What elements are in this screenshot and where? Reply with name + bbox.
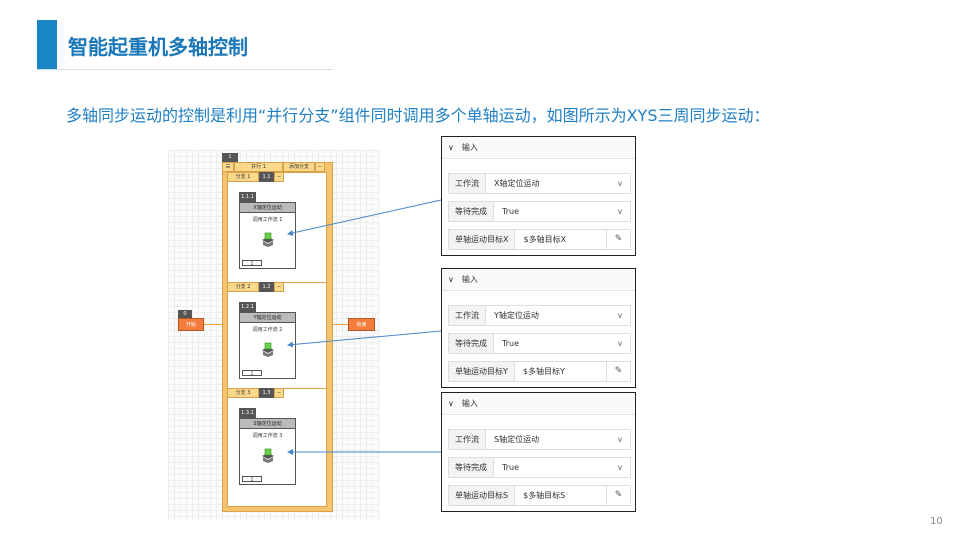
activity-id: 1.3.1 <box>239 408 256 418</box>
panel-title: 输入 <box>461 143 478 152</box>
workflow-label: 工作流 <box>449 306 486 325</box>
package-icon <box>262 232 274 247</box>
wait-label: 等待完成 <box>449 458 494 477</box>
wait-select[interactable]: 等待完成 True ∨ <box>448 333 631 354</box>
wait-select[interactable]: 等待完成 True ∨ <box>448 457 631 478</box>
input-panel: ∨ 输入 工作流 S轴定位运动 ∨ 等待完成 True ∨ 单轴运动目标S $多轴… <box>441 392 636 512</box>
activity-id: 1.1.1 <box>239 192 256 202</box>
workflow-select[interactable]: 工作流 X轴定位运动 ∨ <box>448 173 631 194</box>
package-icon <box>262 448 274 463</box>
activity-footer: 1 <box>242 260 262 266</box>
end-node[interactable]: 结束 <box>348 318 375 331</box>
target-field[interactable]: 单轴运动目标Y $多轴目标Y ✎ <box>448 361 631 382</box>
target-value[interactable]: $多轴目标X <box>523 235 567 244</box>
page-title: 智能起重机多轴控制 <box>68 35 248 59</box>
activity-footer: 1 <box>242 370 262 376</box>
activity-title: Y轴定位运动 <box>240 313 295 323</box>
input-panel: ∨ 输入 工作流 Y轴定位运动 ∨ 等待完成 True ∨ 单轴运动目标Y $多轴… <box>441 268 636 388</box>
target-value[interactable]: $多轴目标S <box>523 491 566 500</box>
branch-label: 分支 1 <box>227 172 259 182</box>
activity-text: 调用工作流 3 <box>252 433 283 439</box>
branch-label: 分支 2 <box>227 282 259 292</box>
start-connector <box>204 324 222 325</box>
activity-box[interactable]: S轴定位运动 调用工作流 3 1 <box>239 418 296 485</box>
end-connector <box>333 324 348 325</box>
wait-value: True <box>502 463 519 472</box>
collapse-parallel-button[interactable]: − <box>315 162 325 172</box>
pencil-icon[interactable]: ✎ <box>606 486 630 505</box>
wait-value: True <box>502 339 519 348</box>
chevron-down-icon: ∨ <box>448 275 454 284</box>
activity-box[interactable]: Y轴定位运动 调用工作流 2 1 <box>239 312 296 379</box>
pencil-icon[interactable]: ✎ <box>606 362 630 381</box>
workflow-value: S轴定位运动 <box>494 435 540 444</box>
start-node[interactable]: 开始 <box>178 318 204 331</box>
target-label: 单轴运动目标S <box>449 486 516 505</box>
parallel-label: 并行 1 <box>234 162 283 172</box>
arrow-y <box>287 330 442 348</box>
branch-label: 分支 3 <box>227 388 259 398</box>
workflow-label: 工作流 <box>449 174 486 193</box>
collapse-branch-button[interactable]: − <box>274 172 284 182</box>
page-number: 10 <box>930 516 943 527</box>
branch-id: 1.3 <box>259 388 274 398</box>
chevron-down-icon[interactable]: ∨ <box>617 435 623 444</box>
activity-box[interactable]: X轴定位运动 调用工作流 1 1 <box>239 202 296 269</box>
chevron-down-icon[interactable]: ∨ <box>617 463 623 472</box>
input-panel: ∨ 输入 工作流 X轴定位运动 ∨ 等待完成 True ∨ 单轴运动目标X $多轴… <box>441 136 636 256</box>
arrow-x <box>287 199 442 236</box>
workflow-value: Y轴定位运动 <box>494 311 539 320</box>
activity-title: S轴定位运动 <box>240 419 295 429</box>
panel-title: 输入 <box>461 275 478 284</box>
activity-footer: 1 <box>242 476 262 482</box>
wait-select[interactable]: 等待完成 True ∨ <box>448 201 631 222</box>
activity-title: X轴定位运动 <box>240 203 295 213</box>
target-label: 单轴运动目标X <box>449 230 516 249</box>
title-accent-bar <box>37 20 57 70</box>
branch-id: 1.2 <box>259 282 274 292</box>
workflow-select[interactable]: 工作流 Y轴定位运动 ∨ <box>448 305 631 326</box>
chevron-down-icon: ∨ <box>448 399 454 408</box>
branch-id: 1.1 <box>259 172 274 182</box>
wait-value: True <box>502 207 519 216</box>
activity-text: 调用工作流 1 <box>252 217 283 223</box>
collapse-branch-button[interactable]: − <box>274 282 284 292</box>
target-field[interactable]: 单轴运动目标X $多轴目标X ✎ <box>448 229 631 250</box>
chevron-down-icon[interactable]: ∨ <box>617 339 623 348</box>
start-id: 0 <box>178 310 192 319</box>
chevron-down-icon: ∨ <box>448 143 454 152</box>
wait-label: 等待完成 <box>449 334 494 353</box>
wait-label: 等待完成 <box>449 202 494 221</box>
target-value[interactable]: $多轴目标Y <box>522 367 565 376</box>
subtitle: 多轴同步运动的控制是利用“并行分支”组件同时调用多个单轴运动，如图所示为XYS三… <box>66 106 770 125</box>
panel-header[interactable]: ∨ 输入 <box>442 137 635 159</box>
collapse-branch-button[interactable]: − <box>274 388 284 398</box>
chevron-down-icon[interactable]: ∨ <box>617 179 623 188</box>
activity-id: 1.2.1 <box>239 302 256 312</box>
workflow-label: 工作流 <box>449 430 486 449</box>
add-branch-button[interactable]: 添加分支 <box>283 162 315 172</box>
workflow-value: X轴定位运动 <box>494 179 540 188</box>
list-icon[interactable]: ☰ <box>222 162 234 172</box>
activity-text: 调用工作流 2 <box>252 327 283 333</box>
parallel-id: 1 <box>222 153 238 162</box>
panel-header[interactable]: ∨ 输入 <box>442 269 635 291</box>
chevron-down-icon[interactable]: ∨ <box>617 207 623 216</box>
target-label: 单轴运动目标Y <box>449 362 515 381</box>
chevron-down-icon[interactable]: ∨ <box>617 311 623 320</box>
workflow-select[interactable]: 工作流 S轴定位运动 ∨ <box>448 429 631 450</box>
panel-header[interactable]: ∨ 输入 <box>442 393 635 415</box>
panel-title: 输入 <box>461 399 478 408</box>
pencil-icon[interactable]: ✎ <box>606 230 630 249</box>
title-divider <box>37 69 333 70</box>
target-field[interactable]: 单轴运动目标S $多轴目标S ✎ <box>448 485 631 506</box>
package-icon <box>262 342 274 357</box>
